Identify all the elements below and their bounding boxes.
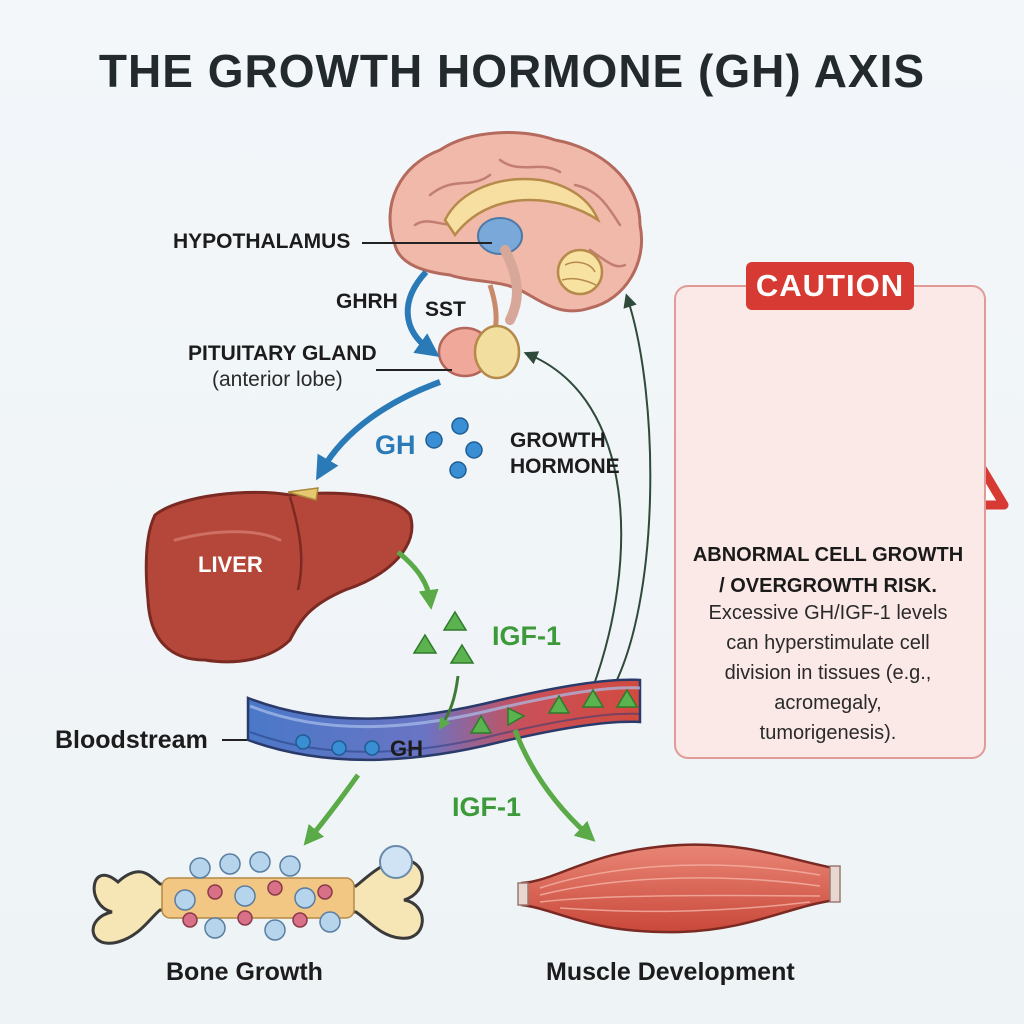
label-igf1-lower: IGF-1	[452, 792, 522, 822]
page-title: THE GROWTH HORMONE (GH) AXIS	[98, 45, 926, 97]
label-igf1-upper: IGF-1	[492, 621, 562, 651]
caution-heading-line1: ABNORMAL CELL GROWTH	[692, 544, 964, 566]
bone-illustration	[91, 845, 424, 945]
caution-body: Excessive GH/IGF-1 levels can hyperstimu…	[674, 598, 982, 748]
caution-body-line: Excessive GH/IGF-1 levels	[708, 602, 948, 624]
caution-body-line: acromegaly,	[774, 692, 882, 714]
label-growth-hormone: GROWTH HORMONE	[510, 428, 620, 480]
caution-heading: ABNORMAL CELL GROWTH / OVERGROWTH RISK.	[674, 540, 982, 602]
label-bone-growth: Bone Growth	[166, 958, 323, 986]
label-bloodstream: Bloodstream	[55, 726, 208, 754]
label-ghrh: GHRH	[336, 290, 398, 313]
label-pituitary-anterior-lobe: (anterior lobe)	[212, 368, 343, 391]
label-pituitary-gland: PITUITARY GLAND	[188, 342, 377, 365]
label-growth-hormone-line2: HORMONE	[510, 455, 620, 478]
label-liver: LIVER	[198, 552, 263, 577]
liver-illustration	[144, 487, 414, 664]
label-gh-bloodstream: GH	[390, 736, 423, 761]
label-growth-hormone-line1: GROWTH	[510, 429, 606, 452]
label-hypothalamus: HYPOTHALAMUS	[173, 230, 351, 253]
caution-tag: CAUTION	[746, 262, 914, 310]
caution-heading-line2: / OVERGROWTH RISK.	[719, 575, 937, 597]
muscle-illustration	[517, 843, 841, 934]
label-muscle-development: Muscle Development	[546, 958, 795, 986]
caution-body-line: division in tissues (e.g.,	[724, 662, 932, 684]
label-sst: SST	[425, 298, 466, 321]
caution-body-line: tumorigenesis).	[759, 722, 897, 744]
brain-illustration	[388, 131, 643, 380]
label-gh: GH	[375, 430, 416, 460]
caution-body-line: can hyperstimulate cell	[726, 632, 930, 654]
